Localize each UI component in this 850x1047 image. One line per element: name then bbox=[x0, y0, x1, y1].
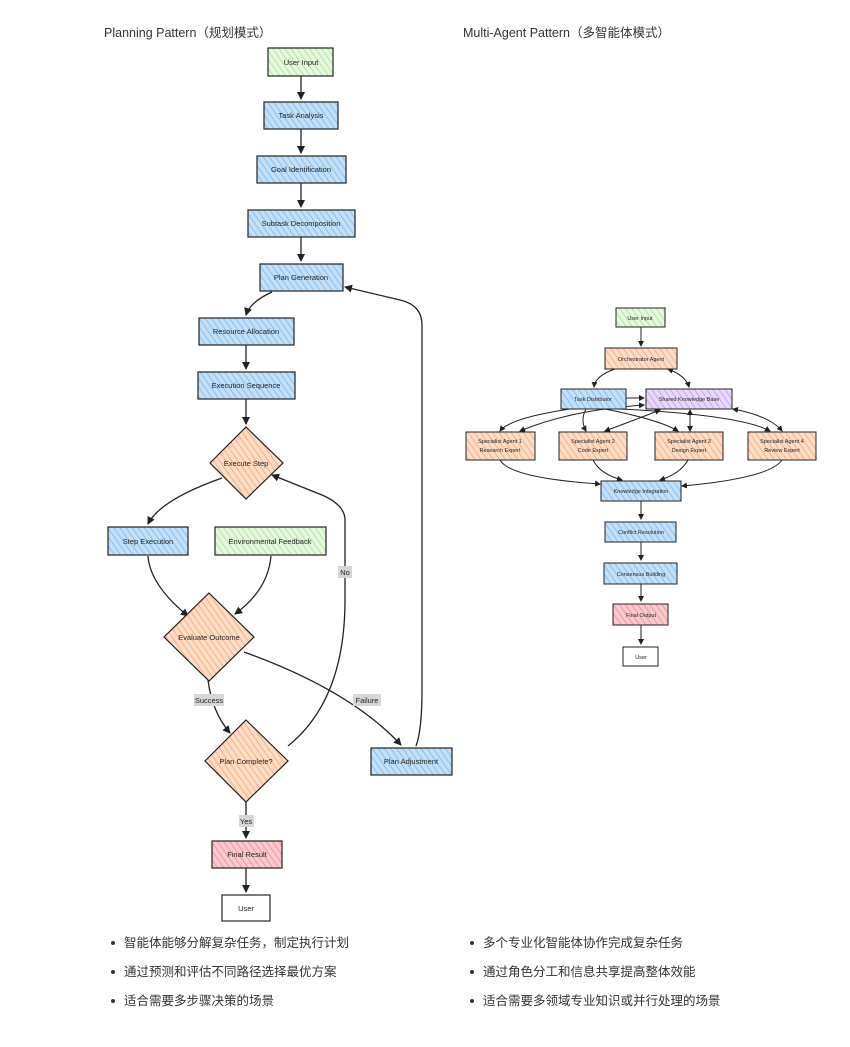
node-user-input bbox=[267, 47, 334, 77]
multi-agent-bullet: 通过角色分工和信息共享提高整体效能 bbox=[467, 964, 721, 993]
ma-node-agent1 bbox=[465, 431, 536, 461]
node-evaluate-outcome bbox=[163, 592, 255, 682]
ma-label-agent2-line1: Specialist Agent 2 bbox=[571, 439, 615, 445]
node-step-execution bbox=[107, 526, 189, 556]
edge-label-success: Success bbox=[195, 696, 224, 705]
label-plan-complete: Plan Complete? bbox=[219, 757, 272, 766]
label-final-result: Final Result bbox=[227, 850, 268, 859]
label-environmental-feedback: Environmental Feedback bbox=[229, 537, 312, 546]
ma-node-task-distributor bbox=[560, 388, 627, 410]
edge-feedback-to-evaluate bbox=[234, 555, 272, 615]
planning-labels: User Input Task Analysis Goal Identifica… bbox=[123, 58, 439, 913]
ma-node-agent4 bbox=[747, 431, 817, 461]
node-plan-generation bbox=[259, 263, 344, 292]
multi-agent-nodes bbox=[465, 307, 817, 667]
ma-label-final-output: Final Output bbox=[626, 613, 656, 619]
ma-label-task-distributor: Task Distributor bbox=[574, 397, 612, 403]
ma-node-user bbox=[622, 646, 659, 667]
edge-label-no: No bbox=[340, 568, 350, 577]
label-evaluate-outcome: Evaluate Outcome bbox=[178, 633, 240, 642]
ma-node-shared-kb bbox=[645, 388, 733, 410]
node-user bbox=[221, 894, 271, 922]
ma-label-conflict-resolution: Conflict Resolution bbox=[618, 530, 664, 536]
edge-ma-a2-kb bbox=[604, 409, 661, 433]
planning-bullets: 智能体能够分解复杂任务，制定执行计划 通过预测和评估不同路径选择最优方案 适合需… bbox=[108, 935, 349, 1022]
planning-edges bbox=[147, 76, 423, 893]
ma-label-agent4-line2: Review Expert bbox=[764, 448, 800, 454]
node-subtask-decomposition bbox=[247, 209, 356, 238]
planning-bullet: 适合需要多步骤决策的场景 bbox=[108, 993, 349, 1022]
ma-node-final-output bbox=[612, 603, 669, 626]
ma-label-agent4-line1: Specialist Agent 4 bbox=[760, 439, 804, 445]
label-resource-allocation: Resource Allocation bbox=[213, 327, 279, 336]
multi-agent-bullet: 多个专业化智能体协作完成复杂任务 bbox=[467, 935, 721, 964]
ma-label-shared-kb: Shared Knowledge Base bbox=[659, 397, 720, 403]
ma-label-orchestrator: Orchestrator Agent bbox=[618, 357, 665, 363]
ma-label-agent3-line2: Design Expert bbox=[672, 448, 707, 454]
planning-nodes bbox=[107, 47, 453, 922]
edge-step-to-evaluate bbox=[147, 555, 189, 617]
node-final-result bbox=[211, 840, 283, 869]
ma-label-agent2-line2: Code Expert bbox=[578, 448, 609, 454]
node-goal-identification bbox=[256, 155, 347, 184]
ma-label-consensus-building: Consensus Building bbox=[617, 572, 666, 578]
edge-ma-a3-to-integration bbox=[659, 459, 689, 482]
edge-ma-a4-to-integration bbox=[681, 459, 783, 489]
planning-bullet: 通过预测和评估不同路径选择最优方案 bbox=[108, 964, 349, 993]
ma-label-agent1-line1: Specialist Agent 1 bbox=[478, 439, 522, 445]
edge-complete-no-to-execute bbox=[271, 473, 346, 747]
node-plan-complete bbox=[204, 719, 289, 803]
edge-ma-a1-kb bbox=[519, 402, 645, 432]
label-plan-adjustment: Plan Adjustment bbox=[384, 757, 439, 766]
edge-adjustment-to-plan bbox=[344, 284, 423, 747]
edge-ma-a1-to-integration bbox=[499, 459, 601, 487]
ma-node-agent2 bbox=[558, 431, 628, 461]
multi-agent-bullets: 多个专业化智能体协作完成复杂任务 通过角色分工和信息共享提高整体效能 适合需要多… bbox=[467, 935, 721, 1022]
edge-execute-to-step bbox=[147, 477, 223, 525]
ma-label-user: User bbox=[635, 655, 647, 661]
multi-agent-pattern-title: Multi-Agent Pattern（多智能体模式） bbox=[463, 26, 670, 40]
ma-node-knowledge-integration bbox=[600, 480, 682, 502]
ma-node-consensus-building bbox=[603, 562, 678, 585]
planning-bullet: 智能体能够分解复杂任务，制定执行计划 bbox=[108, 935, 349, 964]
label-execute-step: Execute Step bbox=[224, 459, 269, 468]
label-step-execution: Step Execution bbox=[123, 537, 173, 546]
node-environmental-feedback bbox=[214, 526, 327, 556]
node-resource-allocation bbox=[198, 317, 295, 346]
ma-label-agent1-line2: Research Expert bbox=[480, 448, 521, 454]
multi-agent-bullet: 适合需要多领域专业知识或并行处理的场景 bbox=[467, 993, 721, 1022]
node-task-analysis bbox=[263, 101, 339, 130]
label-user-input: User Input bbox=[284, 58, 320, 67]
label-user: User bbox=[238, 904, 254, 913]
node-execution-sequence bbox=[197, 371, 296, 400]
edge-plan-to-resource bbox=[244, 291, 273, 316]
node-plan-adjustment bbox=[370, 747, 453, 776]
ma-node-conflict-resolution bbox=[604, 521, 677, 543]
multi-agent-labels: User Input Orchestrator Agent Task Distr… bbox=[478, 316, 804, 661]
ma-label-agent3-line1: Specialist Agent 3 bbox=[667, 439, 711, 445]
edge-ma-a2-to-integration bbox=[592, 459, 623, 482]
edge-ma-orchestrator-kb bbox=[667, 368, 691, 388]
label-execution-sequence: Execution Sequence bbox=[212, 381, 281, 390]
edge-ma-orchestrator-to-distributor bbox=[591, 368, 616, 388]
ma-node-user-input bbox=[615, 307, 666, 328]
planning-edge-labels: No Success Failure Yes bbox=[194, 566, 381, 827]
ma-node-orchestrator bbox=[604, 347, 678, 370]
edge-label-yes: Yes bbox=[240, 817, 252, 826]
ma-label-knowledge-integration: Knowledge Integration bbox=[614, 489, 669, 495]
edge-ma-distributor-to-a1 bbox=[499, 408, 571, 432]
multi-agent-edges bbox=[499, 327, 783, 645]
ma-node-agent3 bbox=[654, 431, 724, 461]
label-plan-generation: Plan Generation bbox=[274, 273, 328, 282]
label-subtask-decomposition: Subtask Decomposition bbox=[262, 219, 341, 228]
edge-ma-a4-kb bbox=[732, 406, 783, 432]
node-execute-step bbox=[209, 426, 284, 500]
label-task-analysis: Task Analysis bbox=[278, 111, 323, 120]
label-goal-identification: Goal Identification bbox=[271, 165, 331, 174]
edge-label-failure: Failure bbox=[356, 696, 379, 705]
ma-label-user-input: User Input bbox=[627, 316, 653, 322]
planning-pattern-title: Planning Pattern（规划模式） bbox=[104, 26, 272, 40]
edge-evaluate-to-complete bbox=[207, 679, 231, 734]
edge-evaluate-to-adjustment bbox=[243, 651, 402, 746]
